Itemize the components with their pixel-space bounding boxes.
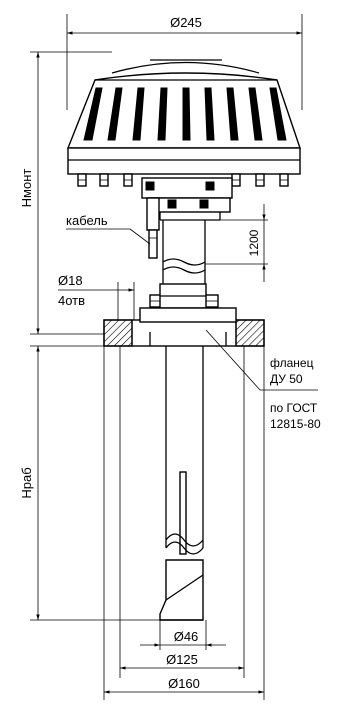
label-gost-2: 12815-80 (270, 417, 321, 431)
housing-bolts (77, 173, 289, 187)
label-cable: кабель (66, 213, 108, 228)
dimension-height-mount: Hмонт (19, 51, 112, 335)
upper-stem (162, 220, 206, 295)
dimension-holes: Ø18 4отв (58, 273, 135, 320)
dimension-bottom-d46: Ø46 (140, 620, 226, 650)
cable-gland (146, 197, 160, 259)
label-top-diameter: Ø245 (170, 15, 202, 30)
label-bottom-d125: Ø125 (166, 652, 198, 667)
label-flange-2: ДУ 50 (270, 372, 303, 386)
label-gost-1: по ГОСТ (270, 401, 318, 415)
mounting-bracket (141, 177, 233, 221)
label-hole-diameter: Ø18 (58, 273, 83, 288)
flange-callout: фланец ДУ 50 по ГОСТ 12815-80 (205, 329, 321, 431)
label-bottom-d160: Ø160 (168, 676, 200, 691)
label-holes-count: 4отв (58, 293, 85, 308)
label-bottom-d46: Ø46 (174, 629, 199, 644)
label-height-work: Hраб (19, 467, 34, 498)
label-flange-1: фланец (270, 356, 314, 370)
dimension-height-work: Hраб (19, 345, 160, 621)
dimension-bottom-d125: Ø125 (119, 346, 245, 678)
cable-callout: кабель (66, 213, 151, 245)
dimension-top-diameter: Ø245 (66, 14, 303, 110)
probe (159, 346, 204, 621)
dimension-bottom-d160: Ø160 (103, 346, 265, 700)
dimension-1200: 1200 (205, 204, 268, 282)
flange (103, 307, 265, 347)
flange-nuts (149, 283, 219, 309)
housing-cover (66, 59, 301, 175)
housing-ribs (83, 87, 287, 141)
label-1200: 1200 (247, 229, 261, 256)
label-height-mount: Hмонт (19, 169, 34, 208)
